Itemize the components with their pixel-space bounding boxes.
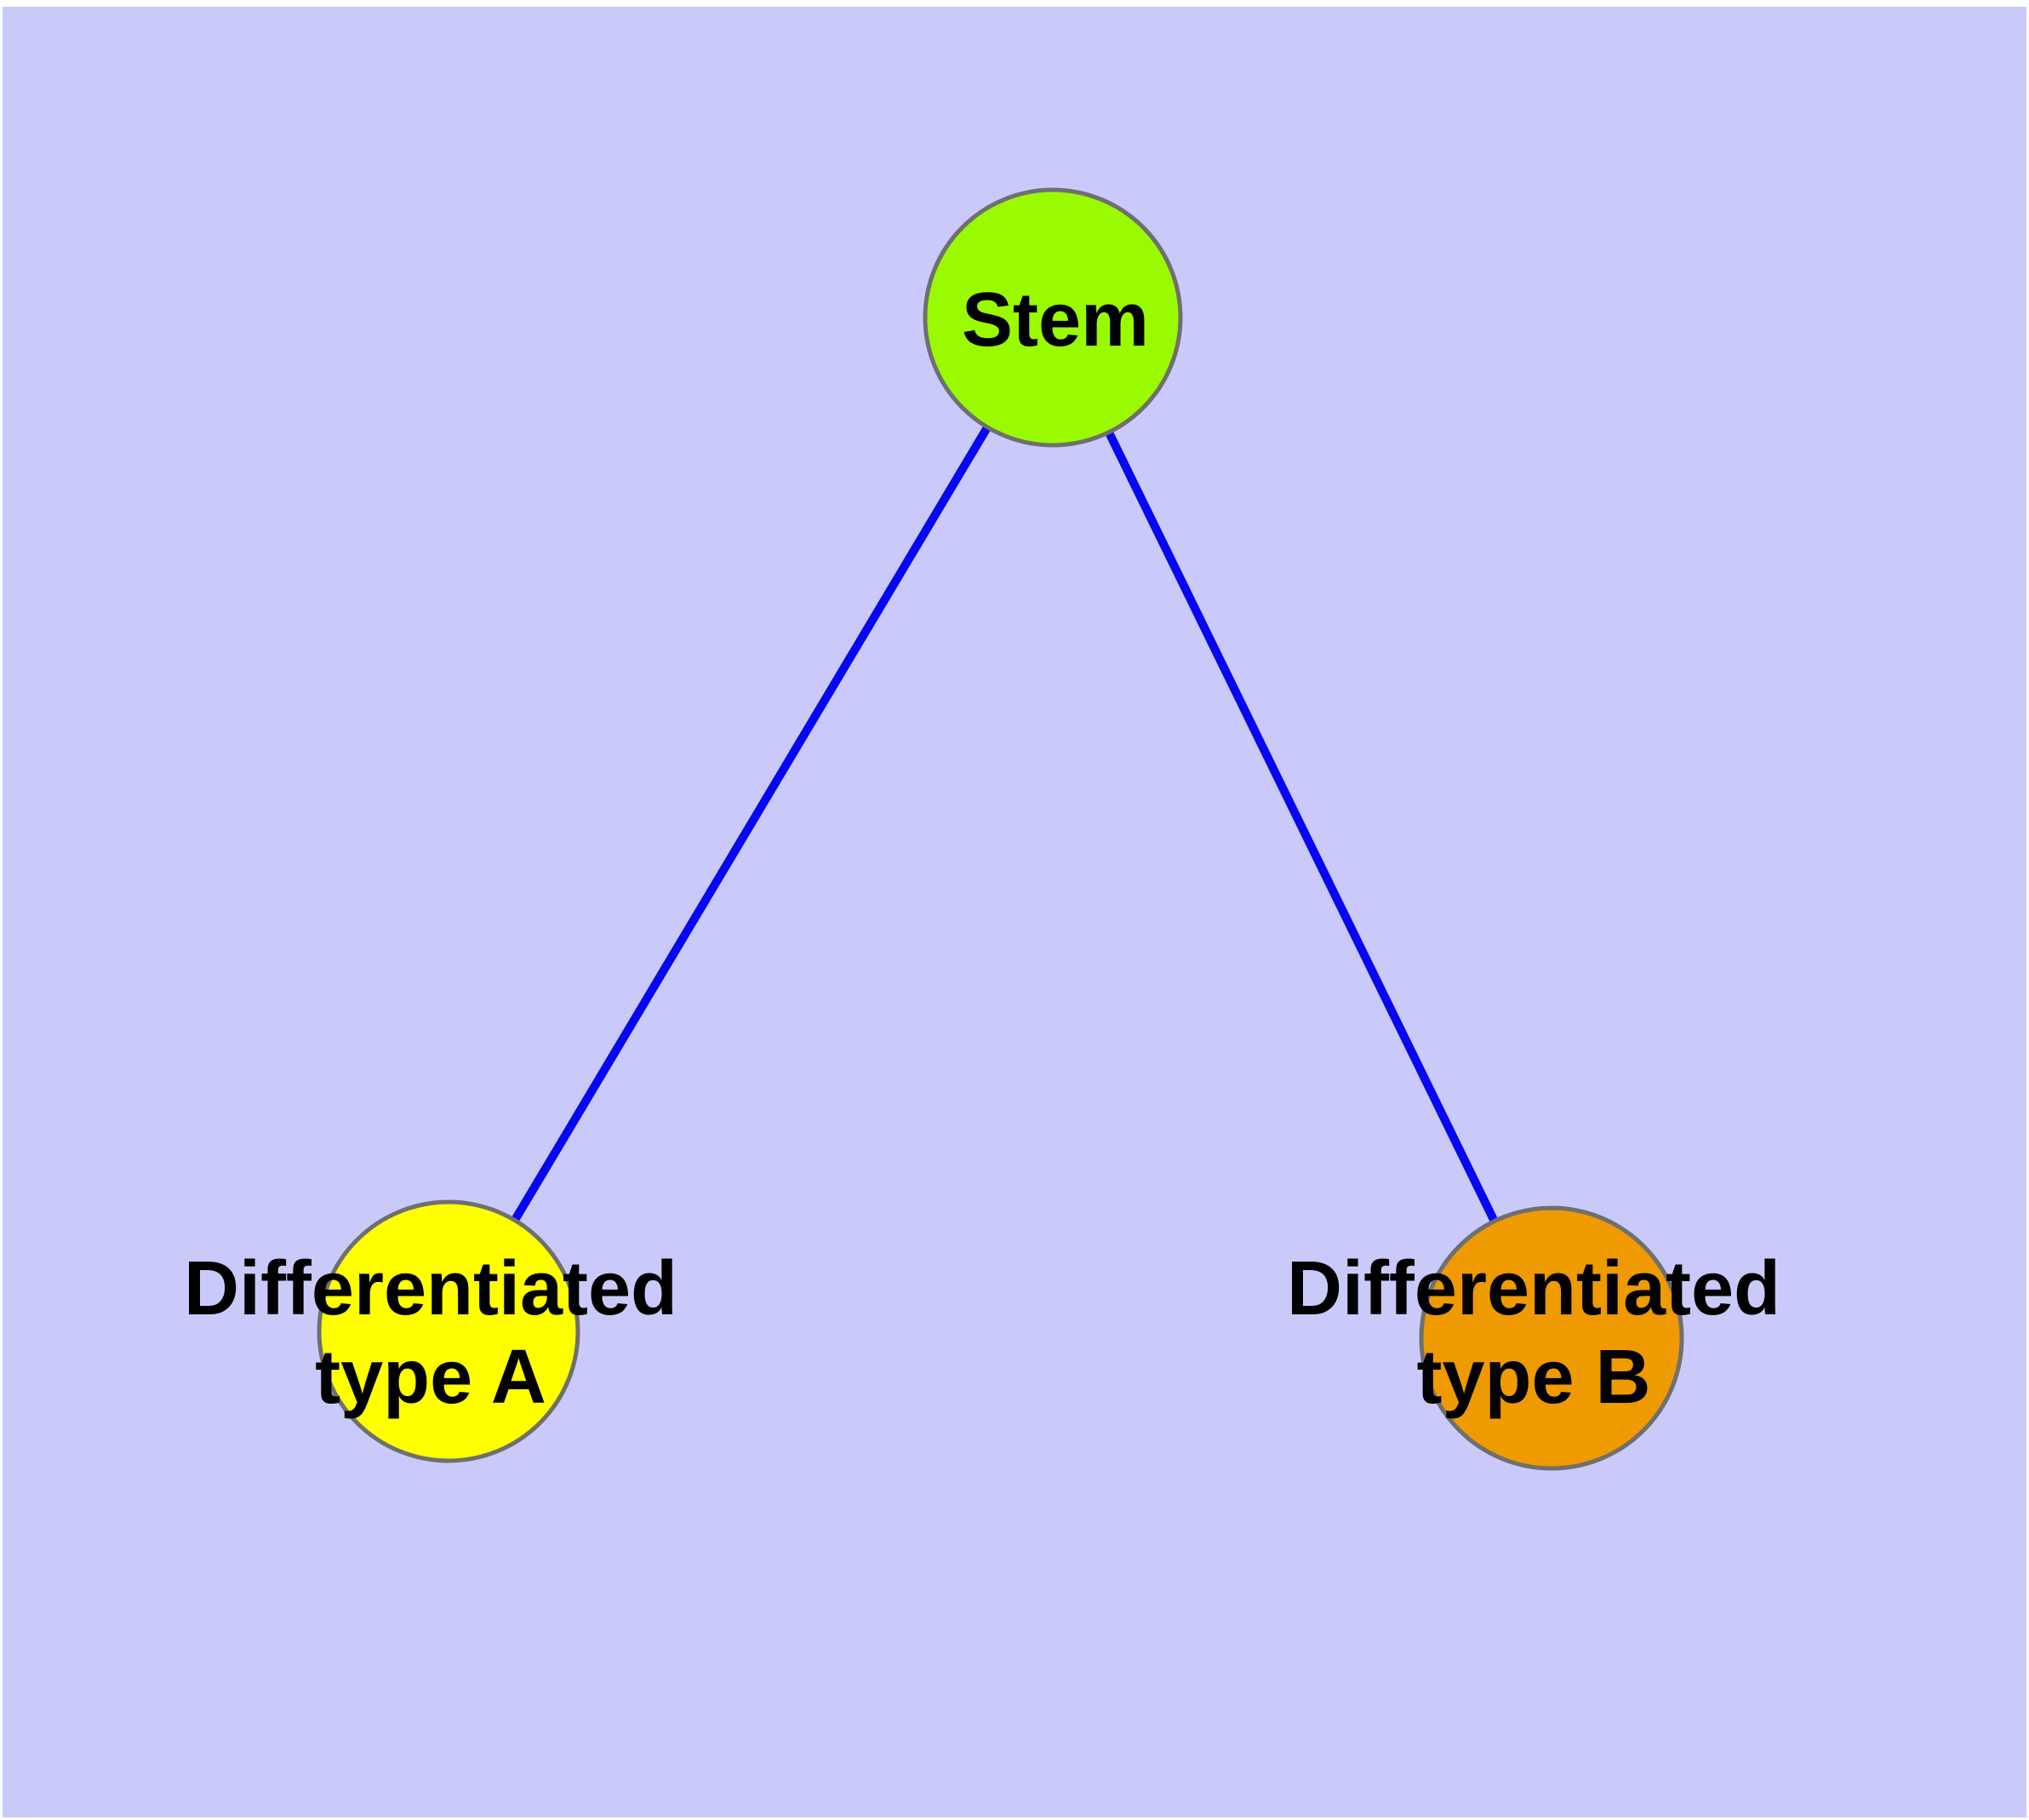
node-differentiated-type-a <box>317 1199 580 1463</box>
node-stem <box>923 187 1183 448</box>
node-type-b-label-line1: Differentiated <box>1287 1246 1780 1331</box>
edge-stem-to-type-b <box>1049 315 1556 1341</box>
node-type-a-label-line1: Differentiated <box>184 1246 677 1331</box>
node-differentiated-type-b <box>1419 1205 1684 1471</box>
node-type-b-label-line2: type B <box>1416 1335 1650 1420</box>
edge-stem-to-type-a <box>444 315 1057 1334</box>
node-stem-label: Stem <box>962 278 1149 363</box>
node-type-a-label-line2: type A <box>315 1335 546 1420</box>
